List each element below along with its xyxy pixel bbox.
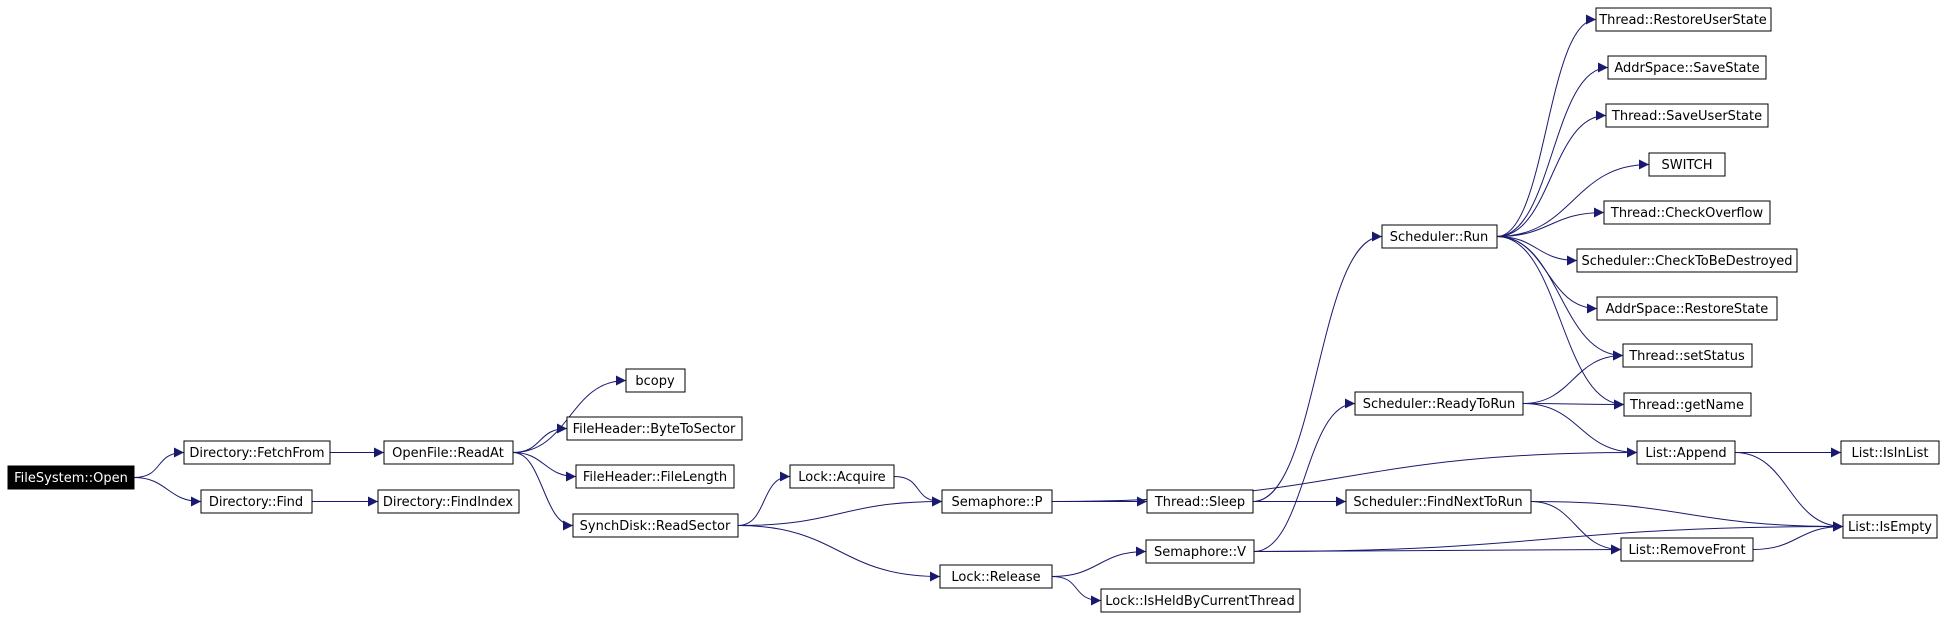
edge-scheduler_run-to-thread_setstatus xyxy=(1496,236,1624,361)
node-bcopy[interactable]: bcopy xyxy=(625,368,686,393)
node-label: OpenFile::ReadAt xyxy=(392,446,504,461)
node-label: FileHeader::ByteToSector xyxy=(573,422,736,437)
edge-synchdisk_readsector-to-semaphore_p xyxy=(737,496,943,526)
nodes: FileSystem::Open Directory::FetchFrom Di… xyxy=(7,7,1940,613)
node-filesystem-open[interactable]: FileSystem::Open xyxy=(7,465,135,490)
node-lock-release[interactable]: Lock::Release xyxy=(939,564,1053,589)
edge-synchdisk_readsector-to-lock_acquire xyxy=(737,471,791,526)
edge-lock_release-to-semaphore_v xyxy=(1051,546,1147,577)
node-label: Scheduler::FindNextToRun xyxy=(1353,495,1522,510)
node-label: Lock::Release xyxy=(951,570,1040,585)
node-list-isinlist[interactable]: List::IsInList xyxy=(1840,440,1940,465)
node-scheduler-run[interactable]: Scheduler::Run xyxy=(1381,224,1498,249)
edge-scheduler_run-to-thread_getname xyxy=(1496,236,1625,410)
node-label: Thread::Sleep xyxy=(1154,495,1245,510)
node-label: SynchDisk::ReadSector xyxy=(580,519,731,534)
edge-openfile_readat-to-fileheader_bytetosector xyxy=(512,423,568,453)
node-label: Scheduler::CheckToBeDestroyed xyxy=(1581,254,1792,269)
edge-semaphore_p-to-list_append xyxy=(1051,447,1638,502)
node-semaphore-v[interactable]: Semaphore::V xyxy=(1145,539,1255,564)
node-label: AddrSpace::SaveState xyxy=(1614,61,1759,76)
edge-scheduler_run-to-thread_restoreuserstate xyxy=(1496,14,1597,237)
node-label: Scheduler::ReadyToRun xyxy=(1363,397,1516,412)
node-openfile-readat[interactable]: OpenFile::ReadAt xyxy=(383,440,514,465)
edge-scheduler_run-to-thread_saveuserstate xyxy=(1496,110,1607,237)
edge-scheduler_readytorun-to-list_append xyxy=(1522,403,1638,458)
node-label: List::IsInList xyxy=(1852,446,1929,461)
node-synchdisk-readsector[interactable]: SynchDisk::ReadSector xyxy=(572,513,739,538)
node-directory-fetchfrom[interactable]: Directory::FetchFrom xyxy=(183,440,331,465)
node-label: Lock::IsHeldByCurrentThread xyxy=(1105,594,1295,609)
node-label: List::Append xyxy=(1645,446,1726,461)
node-scheduler-checktobedestroyed[interactable]: Scheduler::CheckToBeDestroyed xyxy=(1576,248,1798,273)
node-lock-isheldbycurrentthread[interactable]: Lock::IsHeldByCurrentThread xyxy=(1100,588,1301,613)
node-semaphore-p[interactable]: Semaphore::P xyxy=(941,489,1053,514)
node-label: bcopy xyxy=(635,374,675,389)
node-thread-saveuserstate[interactable]: Thread::SaveUserState xyxy=(1605,103,1769,128)
node-label: FileHeader::FileLength xyxy=(583,470,727,485)
node-label: SWITCH xyxy=(1662,158,1713,173)
node-label: Semaphore::V xyxy=(1154,545,1246,560)
edge-scheduler_findnexttorun-to-list_isempty xyxy=(1530,501,1844,532)
node-label: Thread::setStatus xyxy=(1628,349,1745,364)
node-directory-find[interactable]: Directory::Find xyxy=(200,489,313,514)
edge-scheduler_run-to-scheduler_checktobedestroyed xyxy=(1496,236,1578,266)
node-fileheader-bytetosector[interactable]: FileHeader::ByteToSector xyxy=(566,416,743,441)
edge-filesystem_open-to-directory_fetchfrom xyxy=(133,447,185,478)
node-addrspace-restorestate[interactable]: AddrSpace::RestoreState xyxy=(1596,296,1778,321)
node-thread-getname[interactable]: Thread::getName xyxy=(1623,392,1752,417)
node-label: Directory::FindIndex xyxy=(383,495,513,510)
edge-openfile_readat-to-fileheader_filelength xyxy=(512,452,577,482)
node-lock-acquire[interactable]: Lock::Acquire xyxy=(789,464,895,489)
node-label: Directory::Find xyxy=(209,495,303,510)
node-addrspace-savestate[interactable]: AddrSpace::SaveState xyxy=(1607,55,1767,80)
node-list-append[interactable]: List::Append xyxy=(1636,440,1736,465)
node-label: FileSystem::Open xyxy=(14,471,128,486)
node-list-removefront[interactable]: List::RemoveFront xyxy=(1620,537,1754,562)
node-label: AddrSpace::RestoreState xyxy=(1606,302,1769,317)
edge-semaphore_v-to-scheduler_readytorun xyxy=(1253,398,1356,552)
edge-scheduler_run-to-switch xyxy=(1496,159,1650,237)
node-label: List::RemoveFront xyxy=(1628,543,1745,558)
edge-semaphore_v-to-list_isempty xyxy=(1253,521,1844,552)
node-label: Semaphore::P xyxy=(952,495,1043,510)
edge-lock_acquire-to-semaphore_p xyxy=(893,476,943,507)
node-label: Thread::RestoreUserState xyxy=(1598,13,1767,28)
node-thread-checkoverflow[interactable]: Thread::CheckOverflow xyxy=(1603,200,1771,225)
edge-scheduler_run-to-addrspace_savestate xyxy=(1496,62,1609,237)
edge-scheduler_readytorun-to-thread_setstatus xyxy=(1522,350,1624,404)
edge-synchdisk_readsector-to-lock_release xyxy=(737,525,941,582)
edge-openfile_readat-to-synchdisk_readsector xyxy=(512,452,574,531)
node-label: Thread::CheckOverflow xyxy=(1610,206,1764,221)
edge-list_removefront-to-list_isempty xyxy=(1752,521,1844,550)
node-scheduler-findnexttorun[interactable]: Scheduler::FindNextToRun xyxy=(1345,489,1532,514)
edge-thread_sleep-to-scheduler_run xyxy=(1252,231,1383,502)
edge-list_append-to-list_isempty xyxy=(1734,452,1844,532)
node-label: Directory::FetchFrom xyxy=(189,446,324,461)
node-label: Thread::getName xyxy=(1629,398,1744,413)
edge-scheduler_run-to-thread_checkoverflow xyxy=(1496,207,1605,237)
node-thread-sleep[interactable]: Thread::Sleep xyxy=(1146,489,1254,514)
node-directory-findindex[interactable]: Directory::FindIndex xyxy=(377,489,520,514)
edge-lock_release-to-lock_isheldbycurrentthread xyxy=(1051,576,1102,606)
node-fileheader-filelength[interactable]: FileHeader::FileLength xyxy=(575,464,735,489)
node-thread-setstatus[interactable]: Thread::setStatus xyxy=(1622,343,1753,368)
node-label: List::IsEmpty xyxy=(1848,520,1932,535)
edge-scheduler_readytorun-to-thread_getname xyxy=(1522,399,1625,410)
node-label: Scheduler::Run xyxy=(1390,230,1489,245)
node-label: Thread::SaveUserState xyxy=(1611,109,1762,124)
node-switch[interactable]: SWITCH xyxy=(1648,152,1726,177)
node-label: Lock::Acquire xyxy=(798,470,885,485)
edge-filesystem_open-to-directory_find xyxy=(133,477,202,507)
edge-scheduler_findnexttorun-to-list_removefront xyxy=(1530,501,1622,555)
edges xyxy=(133,14,1844,606)
node-scheduler-readytorun[interactable]: Scheduler::ReadyToRun xyxy=(1354,391,1524,416)
node-list-isempty[interactable]: List::IsEmpty xyxy=(1842,514,1938,539)
node-thread-restoreuserstate[interactable]: Thread::RestoreUserState xyxy=(1595,7,1772,32)
